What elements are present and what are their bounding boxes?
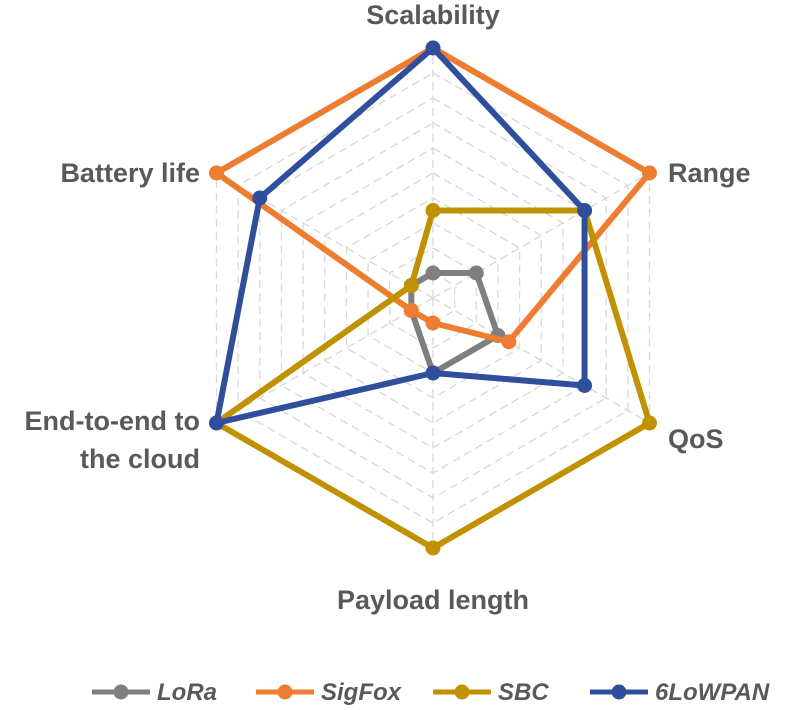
legend-swatch-marker: [277, 684, 293, 700]
axis-label-line: Battery life: [60, 158, 200, 188]
data-point: [642, 415, 658, 431]
legend-swatch-marker: [113, 684, 129, 700]
series-lora: [403, 265, 506, 381]
data-point: [425, 365, 441, 381]
legend-label: LoRa: [157, 679, 217, 706]
data-point: [425, 540, 441, 556]
data-point: [577, 203, 593, 218]
data-point: [208, 165, 224, 181]
data-point: [425, 203, 441, 218]
axis-label: Battery life: [60, 158, 200, 188]
axis-label-line: Payload length: [337, 585, 529, 615]
grid-ring: [389, 247, 477, 349]
series-6lowpan: [208, 40, 593, 431]
data-point: [252, 190, 268, 206]
axis-label-line: Range: [668, 158, 751, 188]
legend-swatch-marker: [611, 684, 627, 700]
axis-label-line: End-to-end to: [25, 406, 200, 436]
axis-label-line: QoS: [668, 424, 724, 454]
data-point: [468, 265, 484, 281]
grid-spoke: [432, 297, 650, 424]
axis-label-line: Scalability: [366, 0, 500, 30]
axis-label: Range: [668, 158, 751, 188]
legend-item-lora: LoRa: [92, 679, 217, 706]
grid-spoke: [432, 172, 650, 299]
legend-item-6lowpan: 6LoWPAN: [590, 679, 770, 706]
grid-spoke: [216, 172, 434, 299]
legend-item-sbc: SBC: [433, 679, 549, 706]
legend-label: SigFox: [321, 679, 403, 706]
data-point: [403, 278, 419, 293]
data-point: [642, 165, 658, 181]
grid-ring: [345, 197, 521, 399]
legend-swatch-marker: [454, 684, 470, 700]
axis-label: QoS: [668, 424, 724, 454]
data-point: [501, 334, 517, 350]
data-point: [425, 40, 441, 56]
data-point: [425, 265, 441, 281]
data-point: [403, 303, 419, 318]
grid-spoke: [216, 297, 434, 424]
data-point: [577, 378, 593, 393]
data-point: [425, 315, 441, 331]
legend-label: 6LoWPAN: [655, 679, 770, 706]
axis-label: End-to-end to the cloud: [25, 406, 200, 474]
legend-item-sigfox: SigFox: [256, 679, 403, 706]
legend-label: SBC: [498, 679, 549, 706]
series-layer: [208, 40, 658, 556]
axis-label: Scalability: [366, 0, 500, 30]
axis-label: Payload length: [337, 585, 529, 615]
data-point: [208, 415, 224, 431]
legend: LoRa SigFox SBC 6LoWPAN: [92, 679, 770, 706]
axis-label-line: the cloud: [80, 444, 200, 474]
